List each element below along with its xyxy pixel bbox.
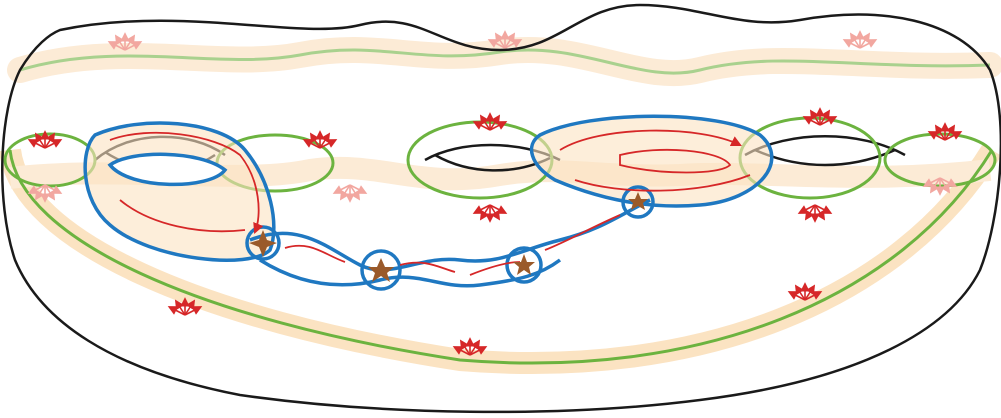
blue-left-blob: [83, 121, 276, 262]
arrow-icon: [302, 130, 338, 149]
arrow-icon: [27, 130, 63, 149]
blue-chain-lower: [259, 258, 562, 288]
blue-inner-left: [107, 152, 228, 187]
green-long-curve: [8, 149, 994, 365]
arrow-fans: [27, 30, 963, 356]
arrow-icon: [797, 204, 833, 223]
arrow-icon: [472, 204, 508, 223]
arrow-icon: [802, 107, 838, 126]
star-icon: [628, 192, 648, 210]
four-point-star-icon: [249, 230, 277, 257]
arrow-icon: [927, 122, 963, 141]
arrow-icon: [332, 184, 368, 203]
blue-curves: [83, 114, 774, 291]
arrow-icon: [787, 282, 823, 301]
arrow-icon: [487, 30, 523, 49]
arrow-icon: [472, 112, 508, 131]
arrow-icon: [842, 30, 878, 49]
blue-chain: [249, 198, 651, 272]
back-band: [7, 36, 1001, 87]
blue-circle-star-2: [360, 249, 402, 291]
star-icon: [368, 258, 394, 282]
blue-circle-star-4: [621, 185, 655, 219]
arrow-icon: [27, 184, 63, 203]
surface-outline: [1, 3, 1001, 414]
arrow-icon: [922, 177, 958, 196]
blue-right-blob: [529, 114, 774, 208]
arrow-icon: [107, 32, 143, 51]
arrow-icon: [167, 297, 203, 316]
blue-circle-star-3: [505, 246, 543, 284]
star-icon: [513, 254, 535, 275]
arrow-icon: [452, 337, 488, 356]
stars: [249, 192, 648, 282]
back-green-curve: [19, 48, 991, 75]
